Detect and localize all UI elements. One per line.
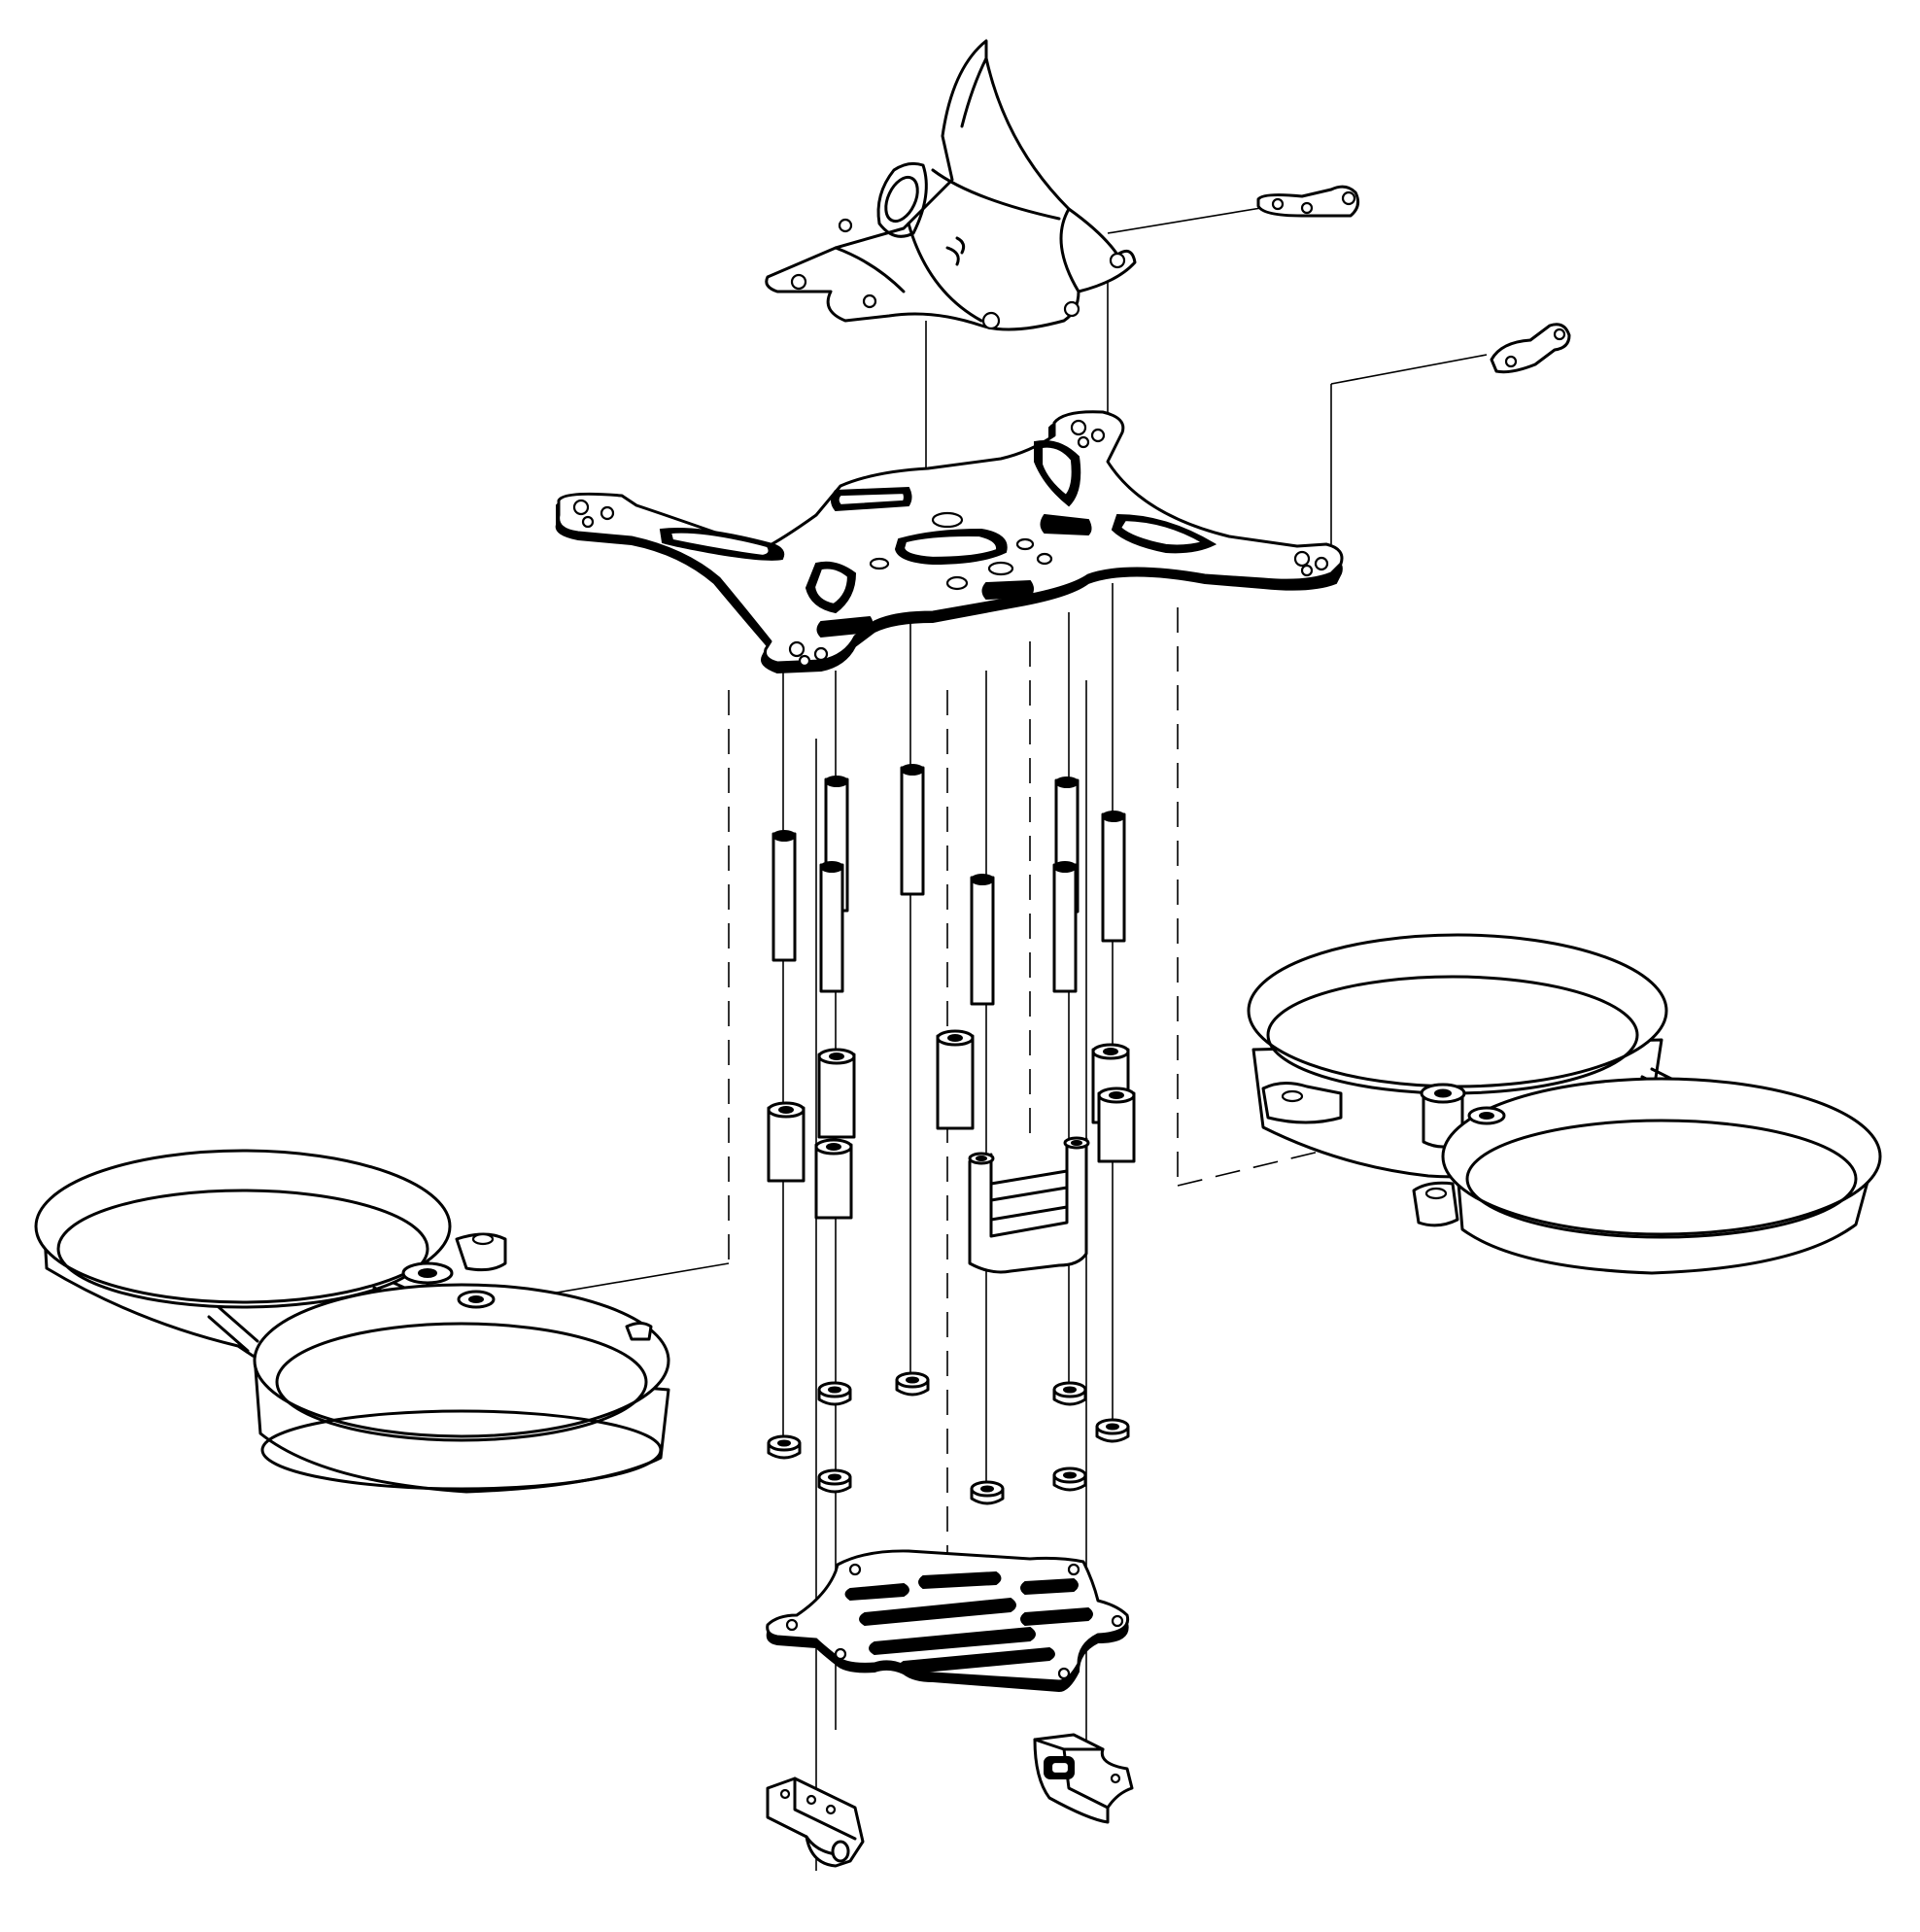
long-standoff	[970, 874, 995, 1006]
spacer-washer	[1095, 1418, 1130, 1443]
spacer-washer	[895, 1371, 930, 1397]
spacer-washer	[817, 1468, 852, 1494]
spacer-washer	[970, 1480, 1005, 1505]
long-standoff	[771, 830, 797, 962]
landing-foot-left	[766, 1777, 865, 1868]
long-standoffs	[771, 764, 1126, 1006]
short-standoff	[936, 1029, 975, 1130]
short-standoff	[817, 1048, 856, 1139]
twin-propeller-guard-right	[1247, 933, 1882, 1275]
side-tab-bracket-upper	[1256, 185, 1360, 218]
spacer-washer	[1052, 1466, 1087, 1492]
long-standoff	[819, 861, 844, 993]
long-standoff	[1052, 861, 1078, 993]
long-standoff	[1101, 811, 1126, 943]
spacer-washers	[767, 1371, 1130, 1505]
bottom-plate	[766, 1549, 1130, 1693]
spacer-washer	[767, 1434, 802, 1460]
landing-foot-right	[1033, 1733, 1134, 1824]
spacer-washer	[1052, 1381, 1087, 1406]
top-frame-plate	[555, 410, 1344, 674]
twin-propeller-guard-left	[34, 1149, 670, 1494]
spacer-washer	[817, 1381, 852, 1406]
short-standoff	[1097, 1087, 1136, 1163]
short-standoffs	[767, 1029, 1136, 1220]
short-standoff	[814, 1138, 853, 1220]
long-standoff	[900, 764, 925, 896]
mounting-bracket	[968, 1136, 1090, 1274]
canopy-mount	[765, 39, 1137, 331]
short-standoff	[767, 1101, 806, 1183]
side-tab-bracket-lower	[1490, 323, 1571, 374]
